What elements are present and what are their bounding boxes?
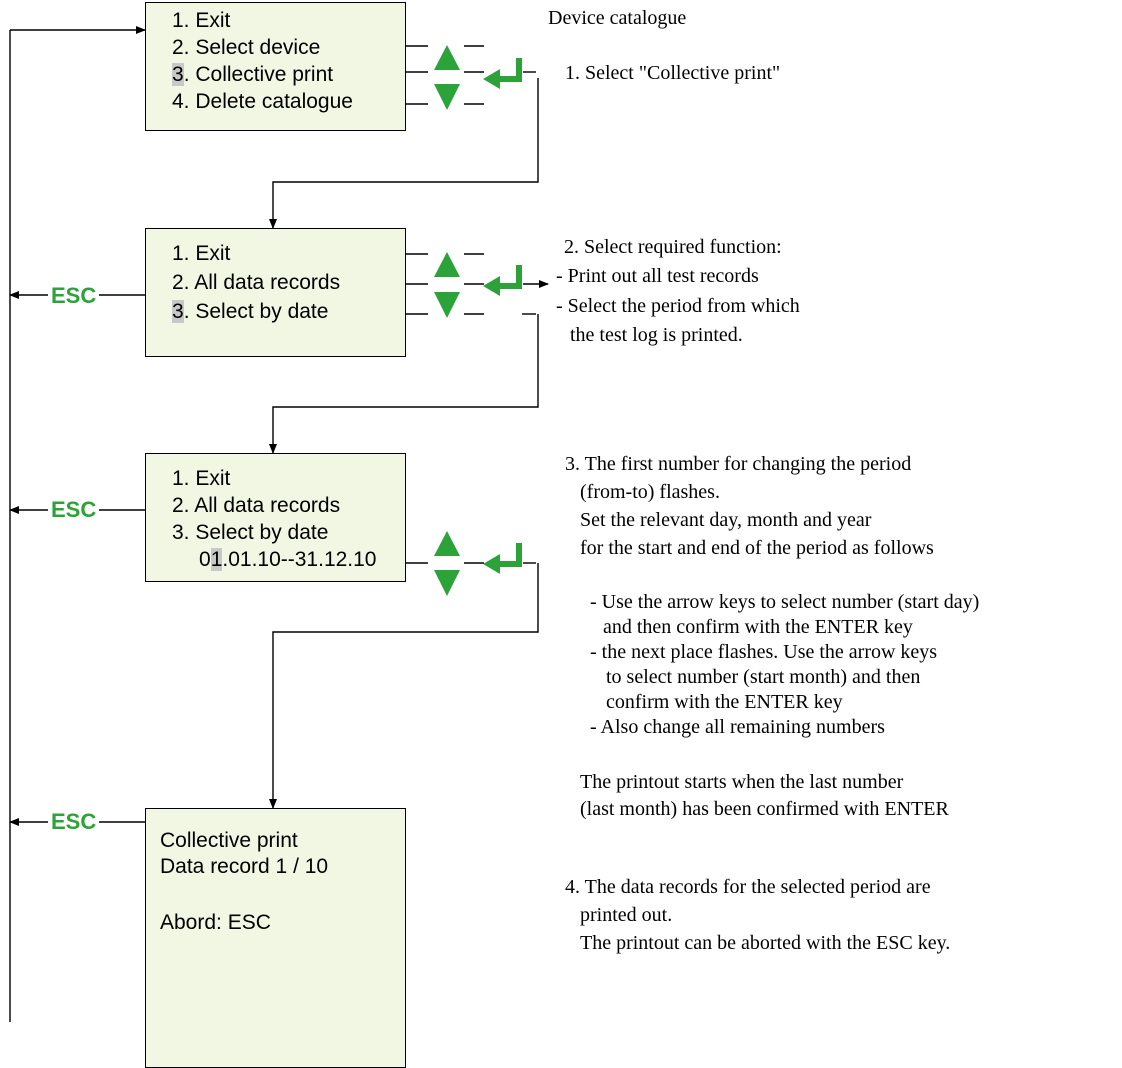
menu-item-all-data-records[interactable]: 2. All data records [172,271,341,294]
step-3-line: and then confirm with the ENTER key [603,616,913,638]
enter-key-icon [483,265,522,296]
menu-screen-collective-print: 1. Exit 2. All data records 3. Select by… [145,228,406,357]
menu-item-exit[interactable]: 1. Exit [172,242,231,265]
print-status-title: Collective print [160,829,298,852]
menu-item-select-by-date[interactable]: 3. Select by date [172,521,329,544]
menu-item-exit[interactable]: 1. Exit [172,467,231,490]
date-cursor-highlight: 1 [210,548,223,571]
diagram-title: Device catalogue [548,7,687,29]
menu-item-all-data-records[interactable]: 2. All data records [172,494,341,517]
print-progress-screen: Collective print Data record 1 / 10 Abor… [145,808,406,1068]
step-3-line: (last month) has been confirmed with ENT… [580,798,949,820]
esc-key-label[interactable]: ESC [48,283,100,309]
step-2-line: - Select the period from which [556,295,800,317]
enter-key-icon [483,58,522,89]
menu-item-select-by-date[interactable]: 3. Select by date [172,300,329,323]
menu-item-select-device[interactable]: 2. Select device [172,36,321,59]
menu-item-delete-catalogue[interactable]: 4. Delete catalogue [172,90,353,113]
step-3-line: confirm with the ENTER key [606,691,843,713]
arrow-down-icon [434,84,460,110]
step-3-line: for the start and end of the period as f… [580,537,934,559]
arrow-up-icon [434,45,460,70]
step-4-line: printed out. [580,904,673,926]
cursor-highlight: 3 [172,300,184,323]
menu-item-exit[interactable]: 1. Exit [172,9,231,32]
step-4-heading: 4. The data records for the selected per… [565,876,931,898]
step-2-heading: 2. Select required function: [564,236,782,258]
step-4-line: The printout can be aborted with the ESC… [580,932,951,954]
step-3-line: - the next place flashes. Use the arrow … [590,641,938,663]
menu-item-collective-print[interactable]: 3. Collective print [172,63,334,86]
cursor-highlight: 3 [172,63,184,86]
arrow-down-icon [434,570,460,596]
menu-screen-select-by-date: 1. Exit 2. All data records 3. Select by… [145,453,406,582]
step-3-line: (from-to) flashes. [580,481,720,503]
enter-key-icon [483,543,522,574]
flow-3-to-4 [269,563,539,809]
esc-key-label[interactable]: ESC [48,497,100,523]
step-2-line: the test log is printed. [570,324,743,346]
arrow-down-icon [434,292,460,318]
step-3-line: Set the relevant day, month and year [580,509,872,531]
step-3-line: - Also change all remaining numbers [590,716,885,738]
flow-2-to-3 [269,314,539,454]
arrow-up-icon [434,252,460,277]
step-1-text: 1. Select "Collective print" [565,62,781,84]
print-record-counter: Data record 1 / 10 [160,855,329,878]
arrow-up-icon [434,531,460,556]
step-2-line: - Print out all test records [556,265,759,287]
step-3-line: The printout starts when the last number [580,771,904,793]
step-3-line: to select number (start month) and then [606,666,921,688]
esc-key-label[interactable]: ESC [48,809,100,835]
flow-1-to-2 [269,78,539,229]
step-3-heading: 3. The first number for changing the per… [565,453,912,475]
menu-screen-device-catalogue: 1. Exit 2. Select device 3. Collective p… [145,2,406,131]
date-range-field[interactable]: 01.01.10--31.12.10 [199,548,377,571]
step-3-line: - Use the arrow keys to select number (s… [590,591,980,613]
print-abort-hint: Abord: ESC [160,911,271,934]
